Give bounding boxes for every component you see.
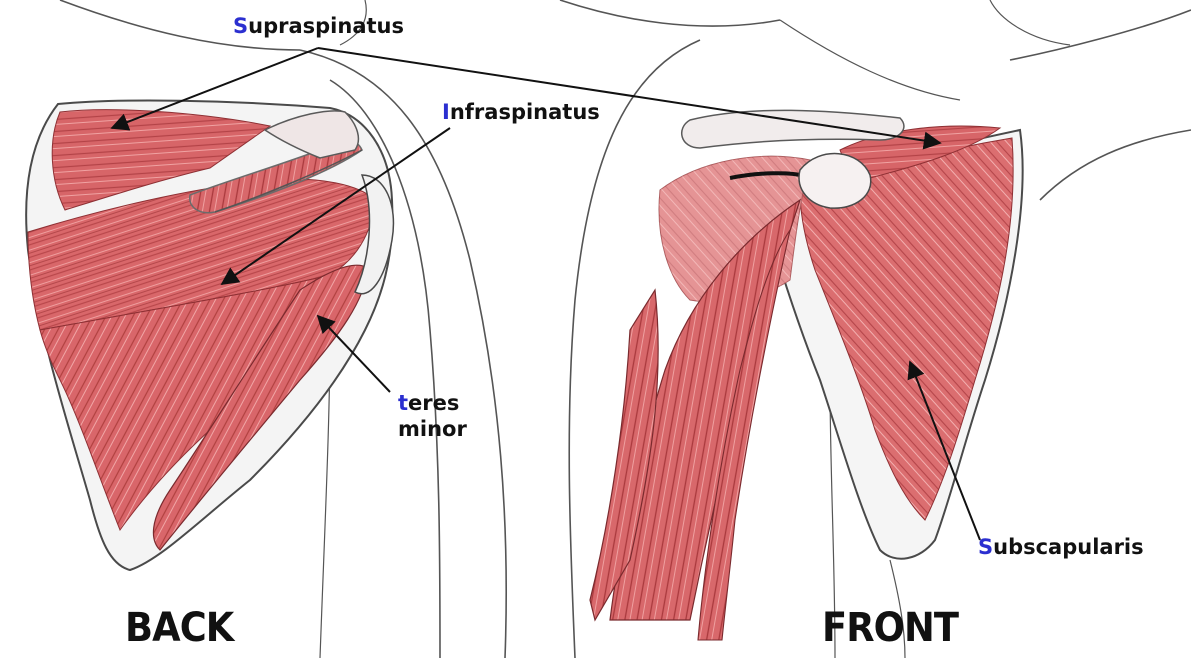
back-view [26, 101, 393, 570]
infraspinatus-initial: I [442, 100, 450, 124]
teres-minor-rest: eres [408, 391, 459, 415]
infraspinatus-label: Infraspinatus [442, 99, 600, 125]
front-view [590, 110, 1023, 640]
teres-minor-line1: teres [398, 390, 467, 416]
supraspinatus-label: Supraspinatus [233, 13, 404, 39]
humeral-head-front [799, 154, 871, 209]
teres-minor-label: teres minor [398, 390, 467, 443]
back-view-title: BACK [125, 605, 233, 651]
supraspinatus-front-arrow [318, 48, 940, 143]
infraspinatus-rest: nfraspinatus [450, 100, 600, 124]
subscapularis-label: Subscapularis [978, 534, 1144, 560]
teres-minor-line2: minor [398, 416, 467, 442]
subscapularis-initial: S [978, 535, 993, 559]
supraspinatus-rest: upraspinatus [248, 14, 404, 38]
teres-minor-initial: t [398, 391, 408, 415]
subscapularis-rest: ubscapularis [993, 535, 1144, 559]
supraspinatus-initial: S [233, 14, 248, 38]
front-view-title: FRONT [822, 605, 958, 651]
